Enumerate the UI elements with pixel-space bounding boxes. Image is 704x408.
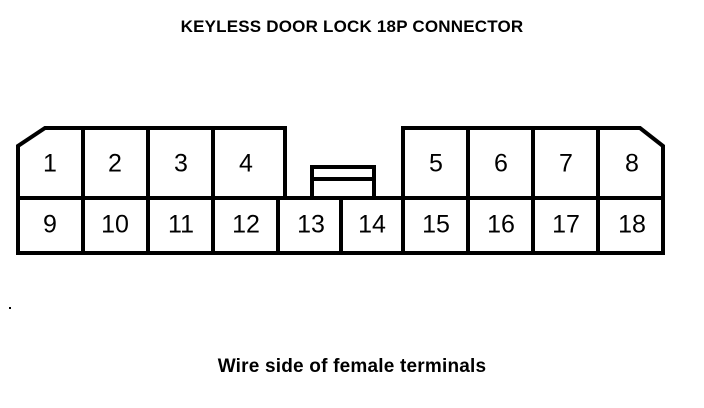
diagram-caption: Wire side of female terminals: [217, 356, 487, 377]
pin-number-17: 17: [552, 211, 580, 239]
pin-number-4: 4: [239, 150, 253, 178]
pin-number-14: 14: [358, 211, 386, 239]
center-latch-tab: [310, 165, 376, 200]
pin-number-6: 6: [494, 150, 508, 178]
pin-numbers-top-left: 1 2 3 4: [43, 150, 253, 178]
top-right-dividers: [466, 126, 600, 200]
pin-number-11: 11: [168, 211, 194, 239]
pin-number-16: 16: [487, 211, 515, 239]
top-left-dividers: [81, 126, 215, 200]
pin-number-8: 8: [625, 150, 639, 178]
pin-number-13: 13: [297, 211, 325, 239]
page-title: KEYLESS DOOR LOCK 18P CONNECTOR: [180, 17, 524, 36]
pin-number-3: 3: [174, 150, 188, 178]
top-right-group-outline: [401, 126, 665, 255]
pin-number-12: 12: [232, 211, 260, 239]
pin-number-5: 5: [429, 150, 443, 178]
pin-number-15: 15: [422, 211, 450, 239]
pin-number-10: 10: [101, 211, 129, 239]
pin-number-2: 2: [108, 150, 122, 178]
bottom-row-dividers: [81, 196, 600, 255]
top-left-group-outline: [16, 126, 287, 255]
pin-number-18: 18: [618, 211, 646, 239]
pin-number-9: 9: [43, 211, 57, 239]
pin-number-7: 7: [559, 150, 573, 178]
pin-numbers-top-right: 5 6 7 8: [429, 150, 639, 178]
pin-numbers-bottom: 9 10 11 12 13 14 15 16 17 18: [43, 211, 646, 239]
scan-artifact-speck: [9, 307, 11, 309]
latch-outer-box: [310, 165, 376, 200]
pin-number-1: 1: [43, 150, 57, 178]
